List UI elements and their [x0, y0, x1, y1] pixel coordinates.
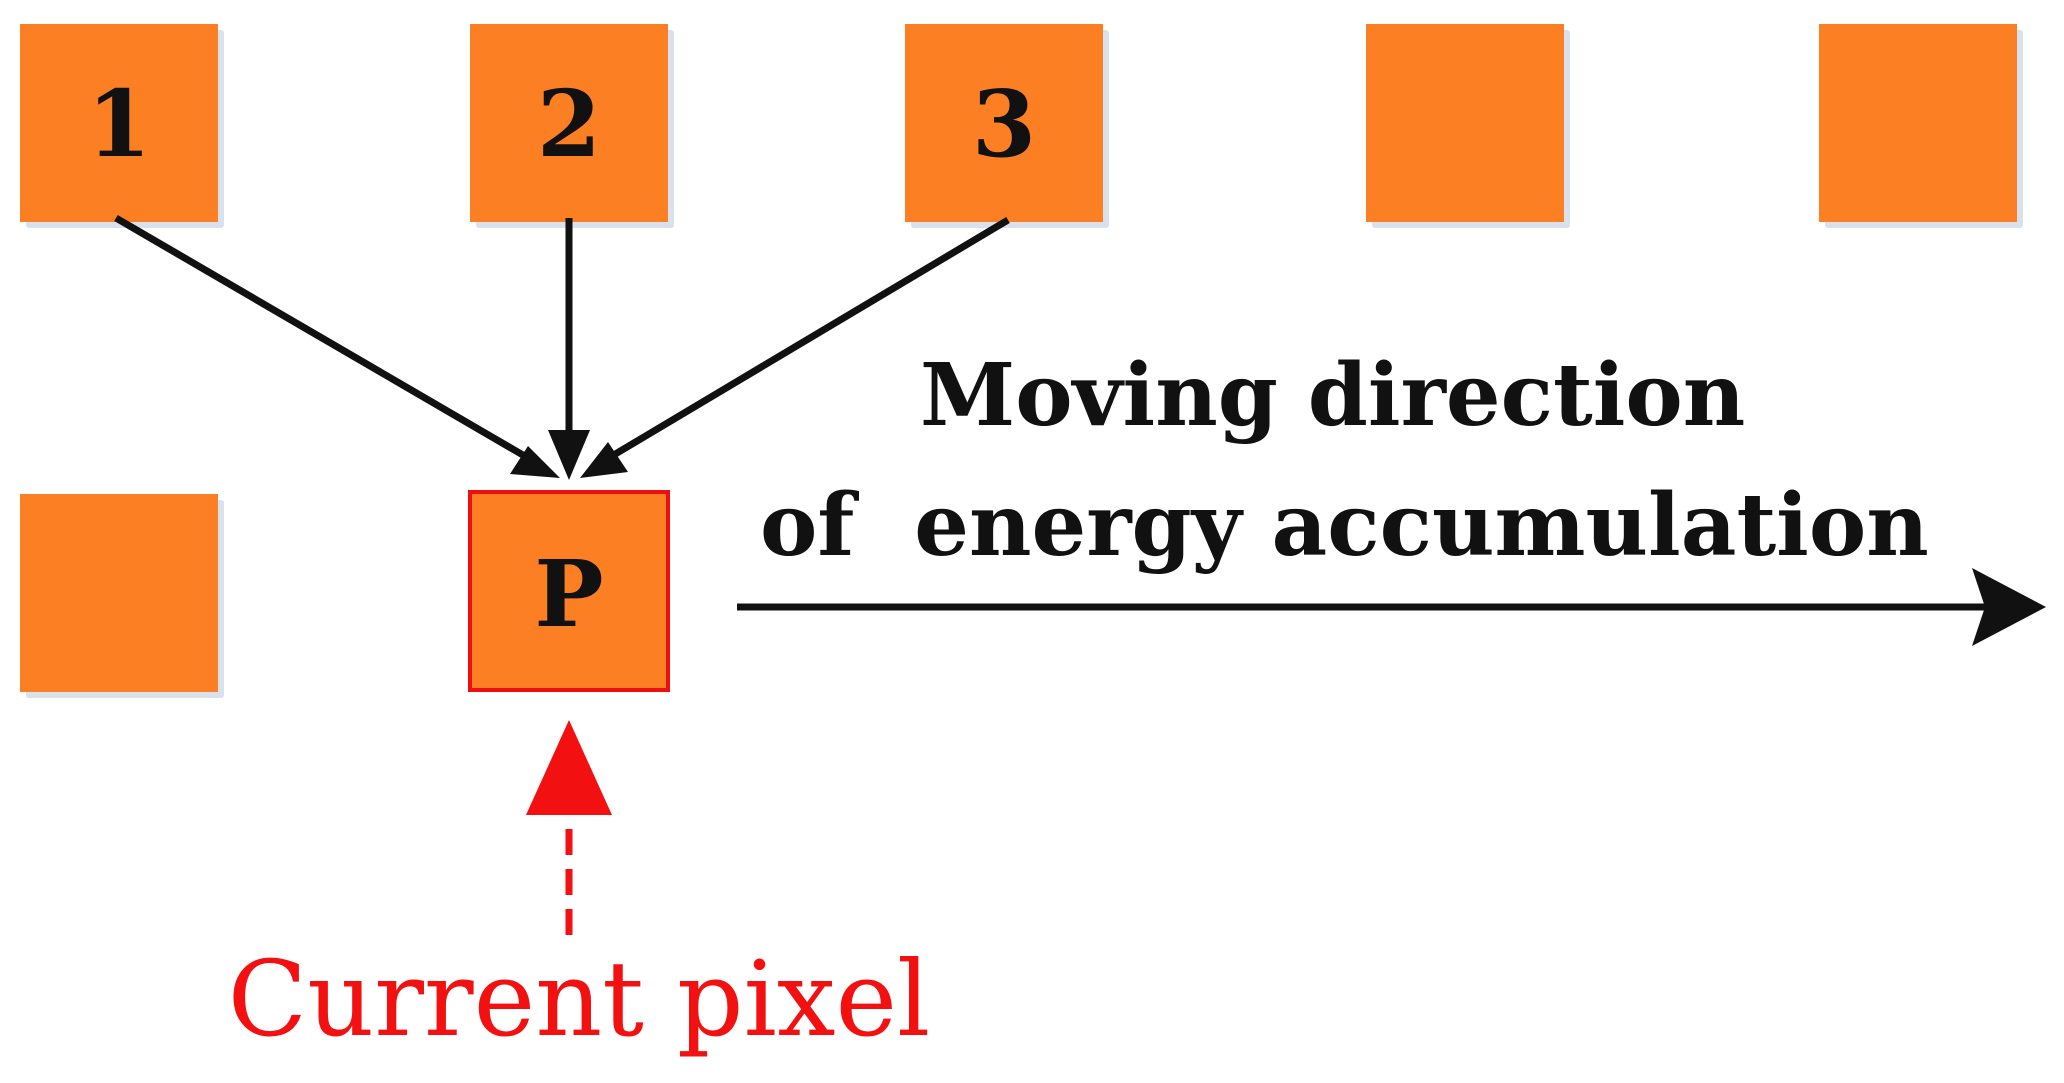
neighbor-arrows: [114, 214, 1010, 480]
direction-label-line2: of energy accumulation: [760, 475, 1929, 576]
direction-arrow-head-icon: [1972, 568, 2046, 646]
pixel-top-4: [1366, 24, 1570, 228]
arrow-1-head-icon: [510, 446, 560, 478]
pixel-top-5: [1819, 24, 2023, 228]
arrow-1-to-p: [114, 214, 530, 462]
pixel-left: [20, 494, 224, 698]
pixel-current: P: [468, 490, 670, 692]
pixel-2: 2: [470, 24, 674, 228]
current-pixel-label: Current pixel: [228, 938, 931, 1060]
pixel-current-label: P: [534, 540, 603, 648]
direction-label-line1: Moving direction: [920, 345, 1745, 446]
current-pixel-pointer-head-icon: [526, 720, 612, 815]
pixel-2-label: 2: [537, 70, 601, 178]
pixel-1: 1: [20, 24, 224, 228]
pixel-1-label: 1: [87, 70, 151, 178]
pixel-3-label: 3: [972, 70, 1036, 178]
arrow-3-head-icon: [580, 442, 628, 478]
arrow-3-to-p: [610, 216, 1010, 460]
arrow-2-head-icon: [548, 430, 590, 480]
pixel-3: 3: [905, 24, 1109, 228]
